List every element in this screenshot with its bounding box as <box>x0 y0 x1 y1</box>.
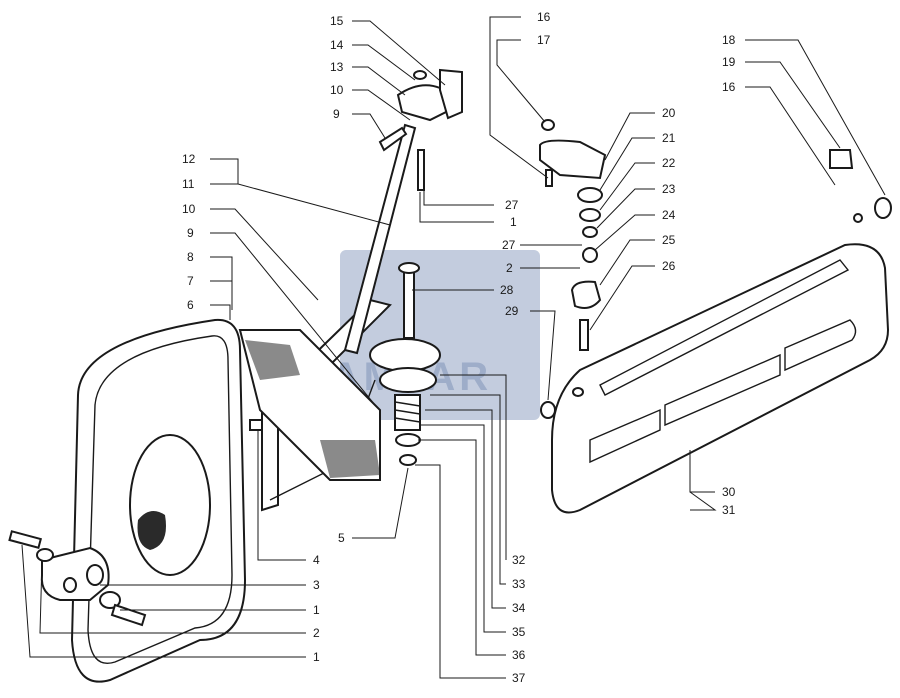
visor-panel <box>551 149 892 514</box>
callout-27-top: 27 <box>505 198 519 212</box>
mirror-head <box>70 318 247 683</box>
callout-23: 23 <box>662 182 676 196</box>
callout-30: 30 <box>722 485 736 499</box>
bolt-28 <box>403 267 415 339</box>
top-bracket <box>378 68 463 191</box>
callout-15: 15 <box>330 14 344 28</box>
callout-8: 8 <box>187 250 194 264</box>
lower-clamp <box>8 419 263 627</box>
clip-29 <box>540 401 556 419</box>
nut-18 <box>874 197 892 219</box>
callout-22: 22 <box>662 156 676 170</box>
callout-9-left: 9 <box>187 226 194 240</box>
callout-4: 4 <box>313 553 320 567</box>
callout-26: 26 <box>662 259 676 273</box>
callout-3: 3 <box>313 578 320 592</box>
callout-13: 13 <box>330 60 344 74</box>
callout-1-low: 1 <box>313 650 320 664</box>
nut-17 <box>541 119 555 131</box>
callout-9-top: 9 <box>333 107 340 121</box>
callout-5: 5 <box>338 531 345 545</box>
callout-17: 17 <box>537 33 551 47</box>
callout-2-low: 2 <box>313 626 320 640</box>
callout-28: 28 <box>500 283 514 297</box>
callout-labels: 15 14 13 10 9 12 11 10 9 8 7 6 16 17 27 … <box>182 10 736 685</box>
callout-32: 32 <box>512 553 526 567</box>
right-bracket-stack <box>539 119 607 419</box>
screw-1-top <box>417 149 425 191</box>
callout-25: 25 <box>662 233 676 247</box>
callout-24: 24 <box>662 208 676 222</box>
callout-37: 37 <box>512 671 526 685</box>
pivot-stack <box>369 262 441 466</box>
callout-10-top: 10 <box>330 83 344 97</box>
callout-10-left: 10 <box>182 202 196 216</box>
callout-11: 11 <box>182 177 195 191</box>
callout-20: 20 <box>662 106 676 120</box>
leader-lines <box>21 16 886 679</box>
mirror-glass-disc <box>129 434 211 576</box>
callout-1-top: 1 <box>510 215 517 229</box>
bolt-1-clamp <box>8 530 43 549</box>
callout-2-mid: 2 <box>506 261 513 275</box>
pin-26 <box>579 319 589 351</box>
callout-31: 31 <box>722 503 736 517</box>
callout-34: 34 <box>512 601 526 615</box>
callout-29: 29 <box>505 304 519 318</box>
callout-12: 12 <box>182 152 196 166</box>
callout-35: 35 <box>512 625 526 639</box>
callout-1-mid: 1 <box>313 603 320 617</box>
callout-14: 14 <box>330 38 344 52</box>
callout-33: 33 <box>512 577 526 591</box>
callout-18: 18 <box>722 33 736 47</box>
callout-16-top: 16 <box>537 10 551 24</box>
callout-36: 36 <box>512 648 526 662</box>
callout-21: 21 <box>662 131 676 145</box>
callout-16-right: 16 <box>722 80 736 94</box>
support-rod <box>343 123 417 355</box>
callout-19: 19 <box>722 55 736 69</box>
mirror-arm <box>238 298 392 512</box>
callout-27-mid: 27 <box>502 238 516 252</box>
callout-6: 6 <box>187 298 194 312</box>
callout-7: 7 <box>187 274 194 288</box>
bolt-9-top <box>378 126 408 152</box>
